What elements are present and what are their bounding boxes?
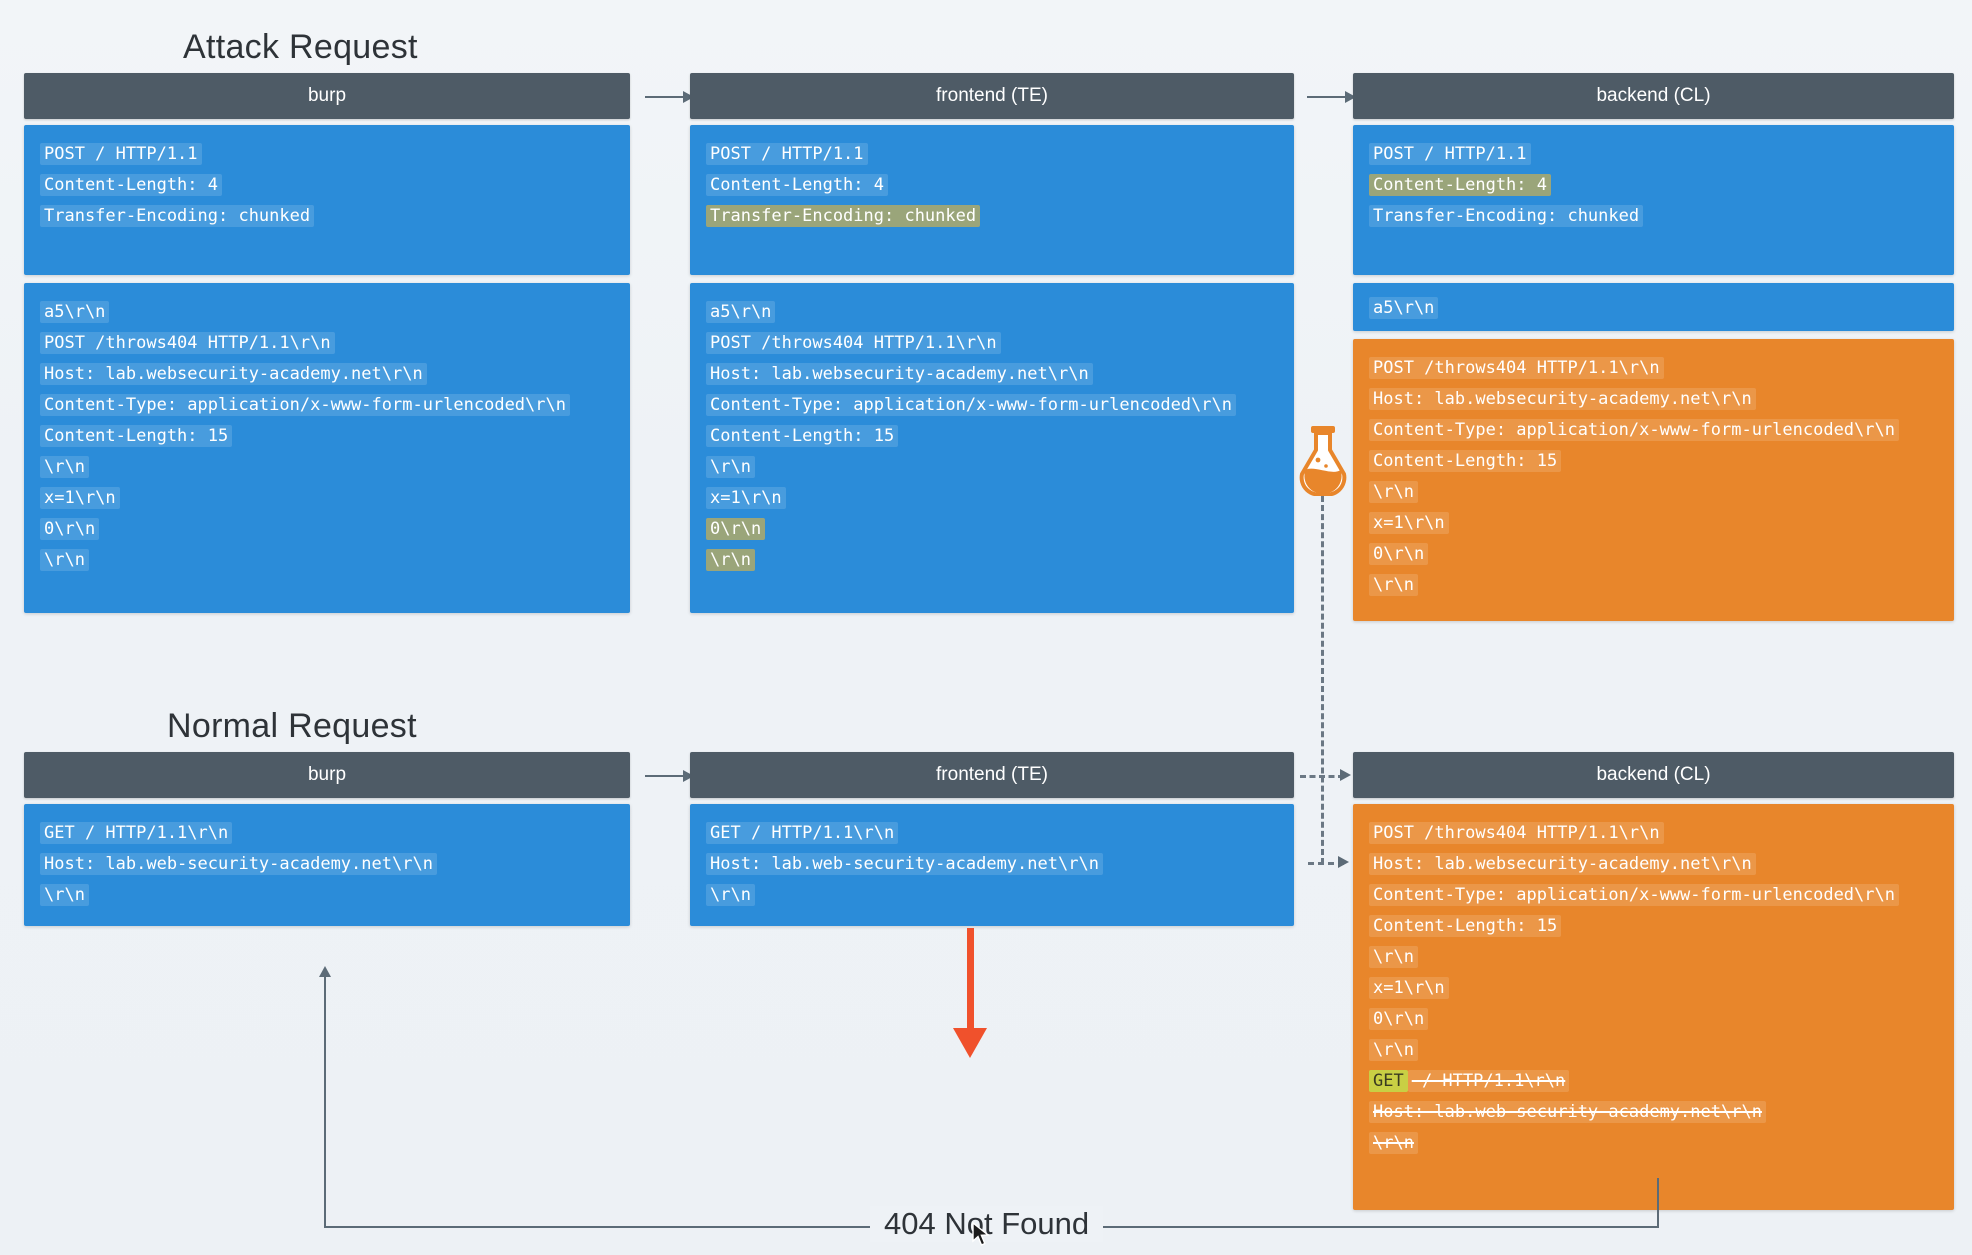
http-line: Content-Type: application/x-www-form-url… <box>40 390 614 421</box>
http-line-appended: GET / HTTP/1.1\r\n <box>1369 1066 1938 1097</box>
http-line: x=1\r\n <box>1369 508 1938 539</box>
http-line: a5\r\n <box>1369 293 1938 324</box>
normal-frontend-body-panel: GET / HTTP/1.1\r\n Host: lab.web-securit… <box>690 804 1294 926</box>
http-line: Host: lab.websecurity-academy.net\r\n <box>1369 849 1938 880</box>
http-line: POST /throws404 HTTP/1.1\r\n <box>1369 353 1938 384</box>
http-line: Host: lab.web-security-academy.net\r\n <box>40 849 614 880</box>
normal-column-backend: backend (CL) POST /throws404 HTTP/1.1\r\… <box>1353 752 1954 1210</box>
http-line: GET / HTTP/1.1\r\n <box>40 818 614 849</box>
node-header-backend: backend (CL) <box>1353 73 1954 119</box>
http-line: Host: lab.websecurity-academy.net\r\n <box>1369 384 1938 415</box>
http-line: GET / HTTP/1.1\r\n <box>706 818 1278 849</box>
http-line: Transfer-Encoding: chunked <box>1369 201 1938 232</box>
http-line: \r\n <box>1369 570 1938 601</box>
normal-column-frontend: frontend (TE) GET / HTTP/1.1\r\n Host: l… <box>690 752 1294 926</box>
http-line-highlighted: 0\r\n <box>706 514 1278 545</box>
smuggle-connector-branch-bottom <box>1308 862 1344 865</box>
attack-burp-body-panel: a5\r\n POST /throws404 HTTP/1.1\r\n Host… <box>24 283 630 613</box>
http-line: Content-Length: 4 <box>40 170 614 201</box>
normal-column-burp: burp GET / HTTP/1.1\r\n Host: lab.web-se… <box>24 752 630 926</box>
http-line: x=1\r\n <box>706 483 1278 514</box>
http-line: Content-Type: application/x-www-form-url… <box>1369 415 1938 446</box>
node-header-burp: burp <box>24 752 630 798</box>
http-line-highlighted: Transfer-Encoding: chunked <box>706 201 1278 232</box>
http-line: Transfer-Encoding: chunked <box>40 201 614 232</box>
http-line: 0\r\n <box>1369 1004 1938 1035</box>
http-line: Content-Length: 15 <box>706 421 1278 452</box>
http-line: POST /throws404 HTTP/1.1\r\n <box>40 328 614 359</box>
http-line: \r\n <box>1369 477 1938 508</box>
http-line: POST / HTTP/1.1 <box>40 139 614 170</box>
http-line-appended: Host: lab.web-security-academy.net\r\n <box>1369 1097 1938 1128</box>
http-line: Content-Length: 15 <box>1369 446 1938 477</box>
http-line: Content-Type: application/x-www-form-url… <box>1369 880 1938 911</box>
attack-backend-headers-panel: POST / HTTP/1.1 Content-Length: 4 Transf… <box>1353 125 1954 275</box>
section-title-normal: Normal Request <box>167 707 417 745</box>
http-line: 0\r\n <box>1369 539 1938 570</box>
attack-column-frontend: frontend (TE) POST / HTTP/1.1 Content-Le… <box>690 73 1294 613</box>
http-line: x=1\r\n <box>1369 973 1938 1004</box>
arrow-burp-to-frontend-attack <box>645 91 694 103</box>
attack-column-backend: backend (CL) POST / HTTP/1.1 Content-Len… <box>1353 73 1954 621</box>
response-status-label: 404 Not Found <box>870 1206 1104 1242</box>
attack-frontend-body-panel: a5\r\n POST /throws404 HTTP/1.1\r\n Host… <box>690 283 1294 613</box>
http-line-appended: \r\n <box>1369 1128 1938 1159</box>
smuggle-connector-arrow-bottom <box>1338 856 1349 868</box>
arrow-burp-to-frontend-normal <box>645 770 694 782</box>
response-path-vertical-left <box>324 975 326 1227</box>
attack-burp-headers-panel: POST / HTTP/1.1 Content-Length: 4 Transf… <box>24 125 630 275</box>
http-line: Content-Length: 15 <box>40 421 614 452</box>
http-line: POST /throws404 HTTP/1.1\r\n <box>706 328 1278 359</box>
smuggle-connector-arrow-top <box>1340 769 1351 781</box>
http-line: \r\n <box>1369 942 1938 973</box>
http-line: Content-Length: 15 <box>1369 911 1938 942</box>
http-line: 0\r\n <box>40 514 614 545</box>
http-line: a5\r\n <box>40 297 614 328</box>
http-line: \r\n <box>40 452 614 483</box>
attack-backend-smuggled-panel: POST /throws404 HTTP/1.1\r\n Host: lab.w… <box>1353 339 1954 621</box>
red-down-arrow-head-icon <box>953 1028 987 1058</box>
red-down-arrow-icon <box>967 928 974 1033</box>
http-line: \r\n <box>1369 1035 1938 1066</box>
response-path-arrow <box>319 966 331 977</box>
http-line: POST /throws404 HTTP/1.1\r\n <box>1369 818 1938 849</box>
http-line: \r\n <box>706 880 1278 911</box>
smuggle-connector-branch-top <box>1300 775 1344 778</box>
http-line: \r\n <box>706 452 1278 483</box>
http-line-highlighted: \r\n <box>706 545 1278 576</box>
normal-burp-body-panel: GET / HTTP/1.1\r\n Host: lab.web-securit… <box>24 804 630 926</box>
response-path-vertical-right <box>1657 1178 1659 1228</box>
http-line: Content-Type: application/x-www-form-url… <box>706 390 1278 421</box>
http-line: x=1\r\n <box>40 483 614 514</box>
node-header-burp: burp <box>24 73 630 119</box>
http-line: Host: lab.websecurity-academy.net\r\n <box>706 359 1278 390</box>
attack-backend-chunk-panel: a5\r\n <box>1353 283 1954 331</box>
attack-column-burp: burp POST / HTTP/1.1 Content-Length: 4 T… <box>24 73 630 613</box>
attack-frontend-headers-panel: POST / HTTP/1.1 Content-Length: 4 Transf… <box>690 125 1294 275</box>
section-title-attack: Attack Request <box>183 28 418 66</box>
http-line-highlighted: Content-Length: 4 <box>1369 170 1938 201</box>
smuggle-connector-vertical <box>1321 496 1324 864</box>
http-line: POST / HTTP/1.1 <box>1369 139 1938 170</box>
arrow-frontend-to-backend-attack <box>1307 91 1356 103</box>
node-header-frontend: frontend (TE) <box>690 73 1294 119</box>
normal-backend-smuggled-panel: POST /throws404 HTTP/1.1\r\n Host: lab.w… <box>1353 804 1954 1210</box>
http-line: Host: lab.websecurity-academy.net\r\n <box>40 359 614 390</box>
http-line: \r\n <box>40 880 614 911</box>
http-line: POST / HTTP/1.1 <box>706 139 1278 170</box>
node-header-backend: backend (CL) <box>1353 752 1954 798</box>
http-line: \r\n <box>40 545 614 576</box>
http-line: a5\r\n <box>706 297 1278 328</box>
http-line: Host: lab.web-security-academy.net\r\n <box>706 849 1278 880</box>
flask-icon <box>1293 424 1353 501</box>
mouse-cursor-icon <box>972 1221 992 1253</box>
http-line: Content-Length: 4 <box>706 170 1278 201</box>
node-header-frontend: frontend (TE) <box>690 752 1294 798</box>
